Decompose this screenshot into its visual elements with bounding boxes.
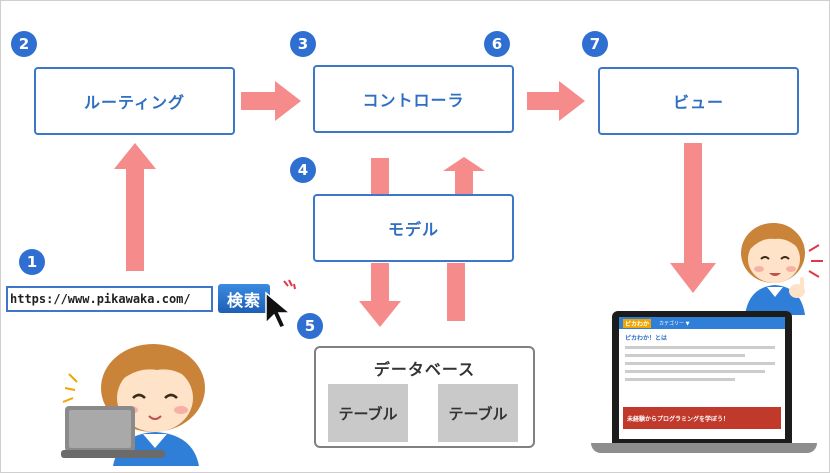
site-menu: カテゴリー ▼ [659, 320, 690, 327]
laptop-display: ピカわか カテゴリー ▼ ピカわか！とは 未経験からプログラミングを学ぼう！ [591, 311, 817, 461]
table-1: テーブル [328, 384, 408, 442]
site-banner: 未経験からプログラミングを学ぼう！ [623, 407, 781, 429]
routing-box: ルーティング [34, 67, 235, 135]
arrow-view-to-screen [670, 143, 716, 293]
model-box: モデル [313, 194, 514, 262]
step-1-badge: 1 [19, 249, 45, 275]
step-5-badge: 5 [297, 313, 323, 339]
view-box: ビュー [598, 67, 799, 135]
arrow-controller-to-model [371, 158, 389, 194]
site-header: ピカわか カテゴリー ▼ [619, 317, 785, 329]
arrow-model-to-database [359, 263, 401, 327]
website-screen: ピカわか カテゴリー ▼ ピカわか！とは 未経験からプログラミングを学ぼう！ [619, 317, 785, 439]
mouse-cursor-icon [265, 291, 293, 329]
url-input[interactable]: https://www.pikawaka.com/ [6, 286, 213, 312]
database-box: データベース テーブル テーブル [314, 346, 535, 448]
step-7-badge: 7 [582, 31, 608, 57]
laptop-base [591, 443, 817, 453]
arrow-routing-to-controller [241, 81, 301, 121]
database-title: データベース [373, 360, 476, 379]
arrow-browser-to-routing [114, 143, 156, 271]
step-2-badge: 2 [11, 31, 37, 57]
site-logo: ピカわか [623, 318, 652, 328]
search-button[interactable]: 検索 [218, 284, 270, 313]
site-text-lines [625, 346, 779, 381]
click-burst-icon [283, 279, 296, 290]
site-heading: ピカわか！とは [625, 335, 668, 342]
step-3-badge: 3 [290, 31, 316, 57]
user-with-laptop-illustration [61, 344, 205, 466]
arrow-model-to-controller [443, 157, 485, 194]
table-2: テーブル [438, 384, 518, 442]
site-banner-text: 未経験からプログラミングを学ぼう！ [627, 415, 730, 423]
arrow-controller-to-view [527, 81, 585, 121]
arrow-database-to-model [447, 263, 465, 321]
step-4-badge: 4 [290, 157, 316, 183]
step-6-badge: 6 [484, 31, 510, 57]
controller-box: コントローラ [313, 65, 514, 133]
presenter-illustration [741, 223, 823, 315]
